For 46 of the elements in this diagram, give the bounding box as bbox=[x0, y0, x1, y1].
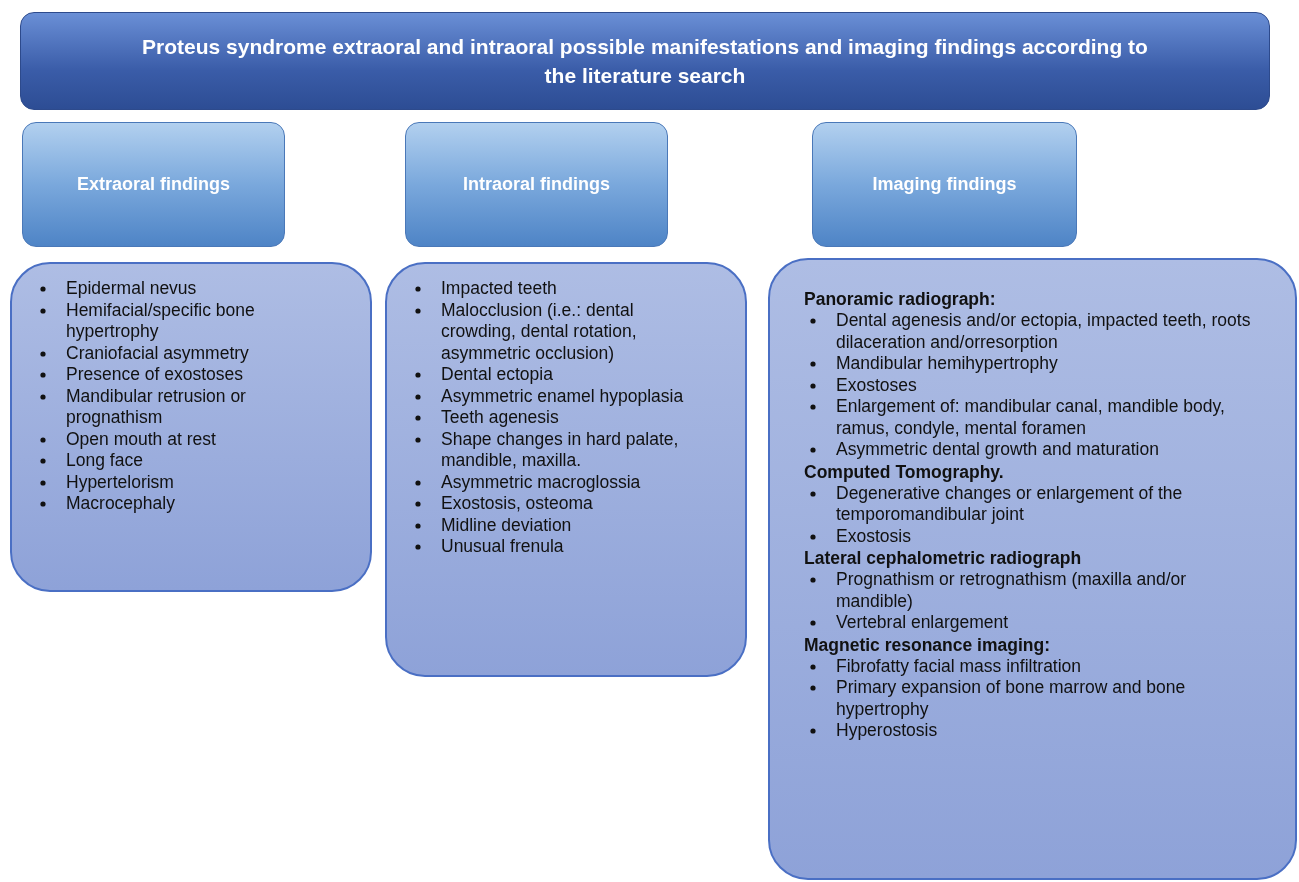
section-heading: Magnetic resonance imaging: bbox=[804, 633, 1052, 656]
bullet-item: Unusual frenula bbox=[409, 536, 705, 558]
bullet-item: Macrocephaly bbox=[34, 493, 330, 515]
bullet-item: Asymmetric dental growth and maturation bbox=[804, 439, 1255, 461]
bullet-item: Epidermal nevus bbox=[34, 278, 330, 300]
header-box bbox=[22, 122, 285, 247]
bullet-item: Asymmetric enamel hypoplasia bbox=[409, 385, 705, 407]
bullet-item: Malocclusion (i.e.: dental crowding, dental rotation, asymmetric occlusion) bbox=[409, 299, 705, 364]
bullet-item: Vertebral enlargement bbox=[804, 612, 1255, 634]
findings-box bbox=[768, 258, 1297, 880]
bullet-item: Craniofacial asymmetry bbox=[34, 342, 330, 364]
bullet-item: Exostosis, osteoma bbox=[409, 493, 705, 515]
bullet-item: Mandibular retrusion or prognathism bbox=[34, 385, 330, 429]
section-heading: Lateral cephalometric radiograph bbox=[804, 547, 1083, 569]
findings-box bbox=[385, 262, 747, 677]
bullet-item: Exostoses bbox=[804, 374, 1255, 396]
header-box bbox=[405, 122, 668, 247]
bullet-item: Hyperostosis bbox=[804, 720, 1255, 742]
bullet-item: Presence of exostoses bbox=[34, 364, 330, 386]
bullet-item: Shape changes in hard palate, mandible, maxilla. bbox=[409, 428, 705, 472]
header-box bbox=[812, 122, 1077, 247]
bullet-item: Hemifacial/specific bone hypertrophy bbox=[34, 299, 330, 343]
section-heading: Computed Tomography. bbox=[804, 460, 1005, 483]
bullet-item: Enlargement of: mandibular canal, mandible body, ramus, condyle, mental foramen bbox=[804, 396, 1255, 439]
bullet-item: Dental ectopia bbox=[409, 364, 705, 386]
title-banner bbox=[20, 12, 1270, 110]
bullet-item: Impacted teeth bbox=[409, 278, 705, 300]
bullet-item: Teeth agenesis bbox=[409, 407, 705, 429]
bullet-item: Hypertelorism bbox=[34, 471, 330, 493]
header-text: Imaging findings bbox=[872, 174, 1017, 195]
bullet-item: Mandibular hemihypertrophy bbox=[804, 353, 1255, 375]
bullet-item: Fibrofatty facial mass infiltration bbox=[804, 655, 1255, 677]
bullet-item: Degenerative changes or enlargement of the temporomandibular joint bbox=[804, 482, 1255, 526]
header-text: Extraoral findings bbox=[77, 174, 230, 195]
bullet-item: Asymmetric macroglossia bbox=[409, 471, 705, 493]
bullet-item: Midline deviation bbox=[409, 514, 705, 536]
bullet-item: Open mouth at rest bbox=[34, 428, 330, 450]
bullet-item: Dental agenesis and/or ectopia, impacted teeth, roots dilaceration and/orresorption bbox=[804, 310, 1255, 353]
bullet-item: Prognathism or retrognathism (maxilla and/or mandible) bbox=[804, 569, 1255, 612]
bullet-item: Exostosis bbox=[804, 525, 1255, 547]
header-text: Intraoral findings bbox=[463, 174, 610, 195]
title-text: Proteus syndrome extraoral and intraoral possible manifestations and imaging findings according to the literature search bbox=[141, 33, 1149, 89]
section-heading: Panoramic radiograph: bbox=[804, 288, 997, 310]
findings-box bbox=[10, 262, 372, 592]
bullet-item: Long face bbox=[34, 450, 330, 472]
bullet-item: Primary expansion of bone marrow and bone hypertrophy bbox=[804, 677, 1255, 720]
